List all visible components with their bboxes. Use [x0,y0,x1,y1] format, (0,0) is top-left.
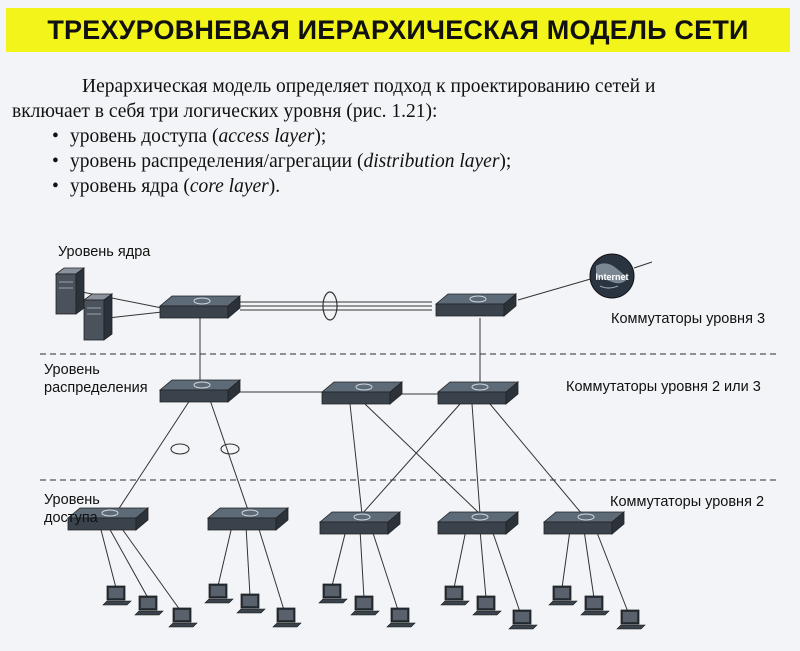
list-item-distribution: уровень распределения/агрегации (distrib… [12,149,800,174]
distribution-switch-icon [437,381,519,405]
access-switch-icon [319,511,401,535]
intro-text: Иерархическая модель определяет подход к… [12,74,800,199]
internet-label: Internet [595,272,628,282]
intro-line-1: Иерархическая модель определяет подход к… [82,76,656,97]
list-item-access: уровень доступа (access layer); [12,124,800,149]
l2-or-l3-switches-label: Коммутаторы уровня 2 или 3 [566,379,761,395]
title-banner: ТРЕХУРОВНЕВАЯ ИЕРАРХИЧЕСКАЯ МОДЕЛЬ СЕТИ [6,8,790,52]
access-switch-icon [207,507,289,531]
server-icon [83,293,113,341]
l3-switches-label: Коммутаторы уровня 3 [611,311,766,327]
core-switch-icon [159,295,241,319]
access-level-label-1: Уровень [44,492,100,508]
distribution-level-label-2: распределения [44,380,148,396]
distribution-level-label-1: Уровень [44,362,100,378]
links [81,277,629,613]
access-level-label-2: доступа [44,510,98,526]
aggregation-ellipse [322,291,338,321]
access-switch-icon [437,511,519,535]
server-icon [55,267,85,315]
workstations [102,583,646,630]
aggregation-ellipse [170,443,190,455]
distribution-switch-icon [321,381,403,405]
page-title: ТРЕХУРОВНЕВАЯ ИЕРАРХИЧЕСКАЯ МОДЕЛЬ СЕТИ [47,14,749,45]
layer-list: уровень доступа (access layer); уровень … [12,124,800,199]
distribution-switch-icon [159,379,241,403]
l2-switches-label: Коммутаторы уровня 2 [610,494,765,510]
access-switch-icon [543,511,625,535]
core-level-label: Уровень ядра [58,244,151,260]
list-item-core: уровень ядра (core layer). [12,174,800,199]
intro-line-2: включает в себя три логических уровня (р… [12,101,438,122]
aggregation-ellipse [220,443,240,455]
internet-globe-icon: Internet [589,253,653,299]
core-switch-icon [435,293,517,317]
